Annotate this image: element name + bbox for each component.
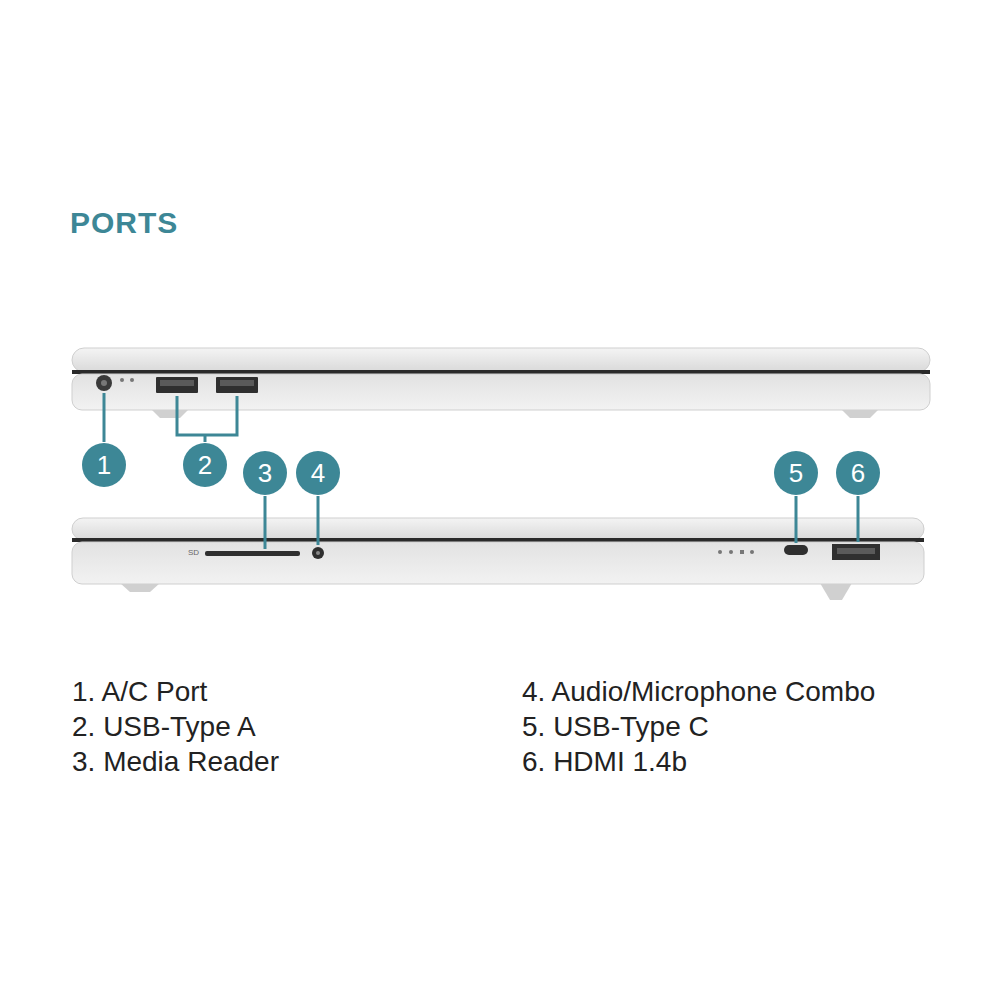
callout-number: 6: [851, 460, 865, 486]
port-list-item: 6. HDMI 1.4b: [522, 746, 687, 778]
callout-number: 5: [789, 460, 803, 486]
callout-number: 3: [258, 460, 272, 486]
callout-number: 4: [311, 460, 325, 486]
callout-circle: 1: [82, 443, 126, 487]
port-list-item: 3. Media Reader: [72, 746, 279, 778]
port-marking: SD: [188, 548, 199, 557]
callout-number: 2: [198, 452, 212, 478]
callout-circle: 3: [243, 451, 287, 495]
callout-circle: 5: [774, 451, 818, 495]
callout-number: 1: [97, 452, 111, 478]
leader-lines: [104, 393, 858, 549]
callout-circle: 2: [183, 443, 227, 487]
heading: PORTS: [70, 206, 178, 240]
callout-circle: 4: [296, 451, 340, 495]
port-list-item: 4. Audio/Microphone Combo: [522, 676, 875, 708]
port-list-item: 5. USB-Type C: [522, 711, 709, 743]
callout-circle: 6: [836, 451, 880, 495]
laptop-left-side: [72, 348, 930, 418]
port-list-item: 2. USB-Type A: [72, 711, 256, 743]
port-list-item: 1. A/C Port: [72, 676, 207, 708]
